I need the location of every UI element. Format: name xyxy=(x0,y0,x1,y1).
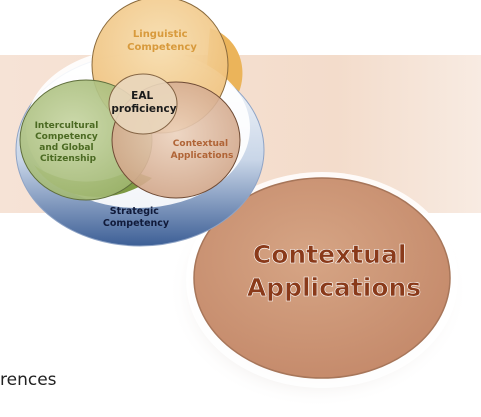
strategic-label: Strategic Competency xyxy=(103,206,170,229)
cropped-text-fragment: rences xyxy=(0,370,57,390)
intercultural-label: Intercultural Competency and Global Citi… xyxy=(35,121,102,164)
eal-label: EAL proficiency xyxy=(111,90,176,115)
eal-center-circle xyxy=(108,73,178,135)
callout-circle xyxy=(193,177,451,379)
callout-label: Contextual Applications xyxy=(247,240,421,302)
linguistic-label: Linguistic Competency xyxy=(127,29,197,53)
contextual-small-label: Contextual Applications xyxy=(171,139,234,161)
